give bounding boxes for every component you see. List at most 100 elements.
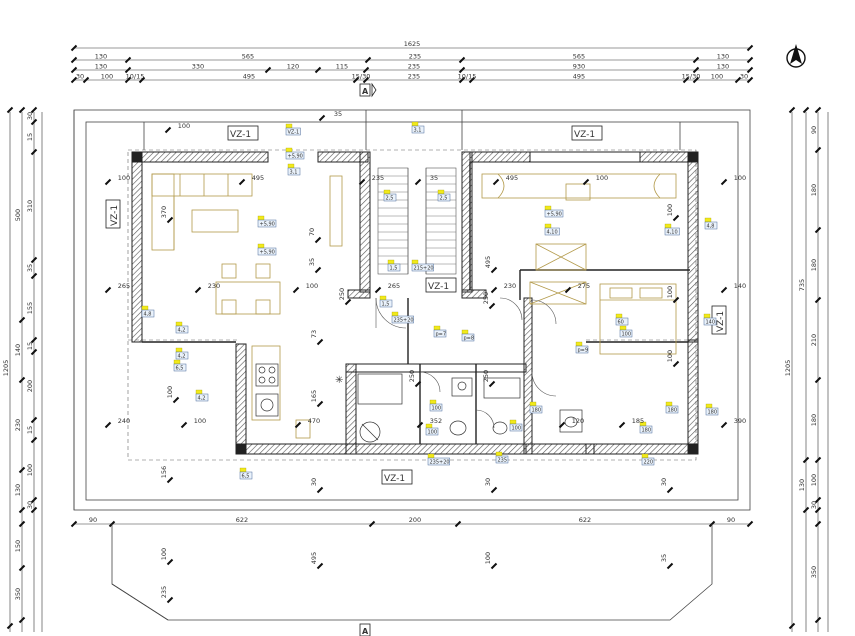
tag-box xyxy=(509,423,523,432)
right-col2-tick xyxy=(802,456,810,464)
tag-label: 235 xyxy=(498,458,508,464)
tag-label: 235+20 xyxy=(430,460,450,466)
top-row2-tick xyxy=(362,66,370,74)
tag-marker xyxy=(615,313,623,319)
top-row3-dim: 495 xyxy=(243,73,255,81)
interior-dim: 140 xyxy=(734,282,746,290)
left-col1-dim: 1205 xyxy=(2,360,10,377)
left-col3-tick xyxy=(30,118,38,126)
interior-tick xyxy=(166,476,174,484)
tag-box xyxy=(495,455,509,464)
interior-dim: 250 xyxy=(338,288,346,300)
tag-box xyxy=(383,193,397,202)
interior-tick xyxy=(582,178,590,186)
tag-box xyxy=(437,193,451,202)
tag-box xyxy=(173,363,187,372)
balcony-dashed xyxy=(127,149,697,461)
interior-dim: 100 xyxy=(484,552,492,564)
vz-label-top-left: VZ-1 xyxy=(230,130,251,140)
lower-left-col-dim: 350 xyxy=(14,588,22,600)
asterisk-marker-icon: ✳ xyxy=(335,375,343,386)
interior-dim: 495 xyxy=(252,174,264,182)
tag-box xyxy=(665,405,679,414)
right-col2-dim: 735 xyxy=(798,279,806,291)
top-row2-tick xyxy=(746,66,754,74)
tag-label: 2,5 xyxy=(440,196,448,202)
right-col3-dim: 210 xyxy=(810,334,818,346)
tag-label: 220 xyxy=(644,460,654,466)
tag-marker xyxy=(175,347,183,353)
top-row3-dim: 30 xyxy=(740,73,748,81)
interior-dim: 230 xyxy=(208,282,220,290)
interior-dim: 235 xyxy=(372,174,384,182)
tag-box xyxy=(195,393,209,402)
tag-label: 100 xyxy=(512,426,522,432)
staircase xyxy=(377,167,457,275)
bottom-tick xyxy=(368,520,376,528)
interior-tick xyxy=(316,562,324,570)
lower-left-col-tick xyxy=(18,616,26,624)
left-col2-dim: 500 xyxy=(14,209,22,221)
left-col2-tick xyxy=(18,376,26,384)
interior-tick xyxy=(414,380,422,388)
left-col3-tick xyxy=(30,272,38,280)
interior-dim: 30 xyxy=(660,478,668,486)
tag-box xyxy=(411,263,434,272)
tag-box xyxy=(433,329,447,338)
left-col2-tick xyxy=(18,316,26,324)
lower-left-col-dim: 150 xyxy=(14,540,22,552)
interior-dim: 100 xyxy=(166,386,174,398)
interior-tick xyxy=(194,286,202,294)
right-col2-tick xyxy=(802,506,810,514)
side-dimension-lines xyxy=(9,112,829,632)
left-col3-tick xyxy=(30,256,38,264)
top-row2-dim: 120 xyxy=(287,63,299,71)
lower-right-col-tick xyxy=(814,616,822,624)
tag-label: 180 xyxy=(532,408,542,414)
tag-label: p=8 xyxy=(464,336,475,342)
top-row1-dim: 130 xyxy=(95,53,107,61)
tag-label: 100 xyxy=(432,406,442,412)
top-row1-dim: 130 xyxy=(717,53,729,61)
right-col1-tick xyxy=(788,622,796,630)
interior-dim: 100 xyxy=(160,548,168,560)
tag-box xyxy=(704,221,718,230)
interior-dim: 240 xyxy=(118,417,130,425)
right-col3-dim: 100 xyxy=(810,474,818,486)
section-marker-bottom: A xyxy=(362,627,369,636)
interior-dim: 470 xyxy=(308,417,320,425)
tag-box xyxy=(544,209,564,218)
tag-label: 2,5 xyxy=(386,196,394,202)
interior-tick xyxy=(490,286,498,294)
tag-box xyxy=(141,309,155,318)
interior-dim: 35 xyxy=(430,174,438,182)
top-row3-dim: 495 xyxy=(573,73,585,81)
interior-dim: 35 xyxy=(308,258,316,266)
left-col3-tick xyxy=(30,348,38,356)
bottom-dim: 200 xyxy=(409,516,421,524)
left-col3-dim: 15 xyxy=(26,342,34,350)
right-col3-dim: 180 xyxy=(810,184,818,196)
tag-label: 1,5 xyxy=(390,266,398,272)
interior-tick xyxy=(292,286,300,294)
tag-label: +5,90 xyxy=(260,250,275,256)
bottom-tick xyxy=(454,520,462,528)
left-col3-tick xyxy=(30,506,38,514)
interior-dim: 35 xyxy=(334,110,342,118)
interior-dim: 120 xyxy=(572,417,584,425)
tag-label: 4,8 xyxy=(707,224,715,230)
tag-label: +5,90 xyxy=(547,212,562,218)
interior-tick xyxy=(316,486,324,494)
right-col3-tick xyxy=(814,106,822,114)
tag-box xyxy=(544,227,560,236)
walls xyxy=(131,151,699,455)
tag-marker xyxy=(544,205,552,211)
tag-box xyxy=(619,329,633,338)
tag-marker xyxy=(509,419,517,425)
interior-tick xyxy=(374,286,382,294)
lower-terrace xyxy=(111,524,713,621)
interior-dim: 30 xyxy=(310,478,318,486)
interior-tick xyxy=(672,360,680,368)
interior-tick xyxy=(558,421,566,429)
interior-tick xyxy=(564,286,572,294)
